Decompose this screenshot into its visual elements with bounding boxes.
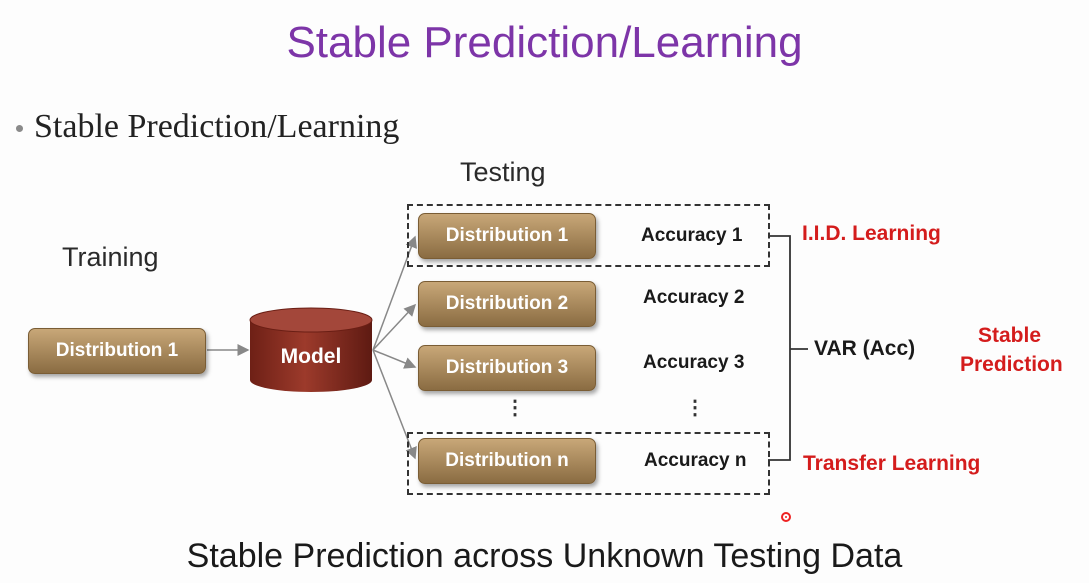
accuracy-2: Accuracy 2	[643, 287, 745, 308]
bullet-point-icon	[16, 125, 23, 132]
bottom-caption: Stable Prediction across Unknown Testing…	[186, 537, 903, 575]
test-distribution-box-n: Distribution n	[418, 438, 596, 484]
ellipsis-accuracies: ⋮	[685, 397, 705, 419]
model-label: Model	[280, 345, 342, 368]
test-distribution-box-1: Distribution 1	[418, 213, 596, 259]
test-distribution-box-3: Distribution 3	[418, 345, 596, 391]
variance-bracket	[768, 235, 791, 461]
slide-title: Stable Prediction/Learning	[286, 18, 803, 67]
bullet-text: Stable Prediction/Learning	[34, 108, 400, 145]
test-distribution-box-2: Distribution 2	[418, 281, 596, 327]
training-label: Training	[62, 242, 159, 272]
variance-label: VAR (Acc)	[814, 337, 916, 360]
stable-prediction-label-line1: Stable	[978, 324, 1042, 347]
arrow-model-to-dist3	[372, 349, 417, 369]
model-cylinder	[249, 307, 373, 392]
arrow-model-to-dist2	[372, 303, 417, 351]
transfer-learning-label: Transfer Learning	[803, 452, 981, 475]
testing-label: Testing	[460, 157, 546, 187]
iid-dashed-frame	[407, 204, 770, 267]
training-distribution-box: Distribution 1	[28, 328, 206, 374]
accuracy-n: Accuracy n	[644, 450, 747, 471]
ellipsis-distributions: ⋮	[505, 397, 525, 419]
transfer-dashed-frame	[407, 432, 770, 495]
accuracy-1: Accuracy 1	[641, 225, 743, 246]
pointer-cursor-icon	[781, 512, 791, 522]
accuracy-3: Accuracy 3	[643, 352, 745, 373]
stable-prediction-label-line2: Prediction	[960, 353, 1063, 376]
iid-learning-label: I.I.D. Learning	[802, 222, 941, 245]
